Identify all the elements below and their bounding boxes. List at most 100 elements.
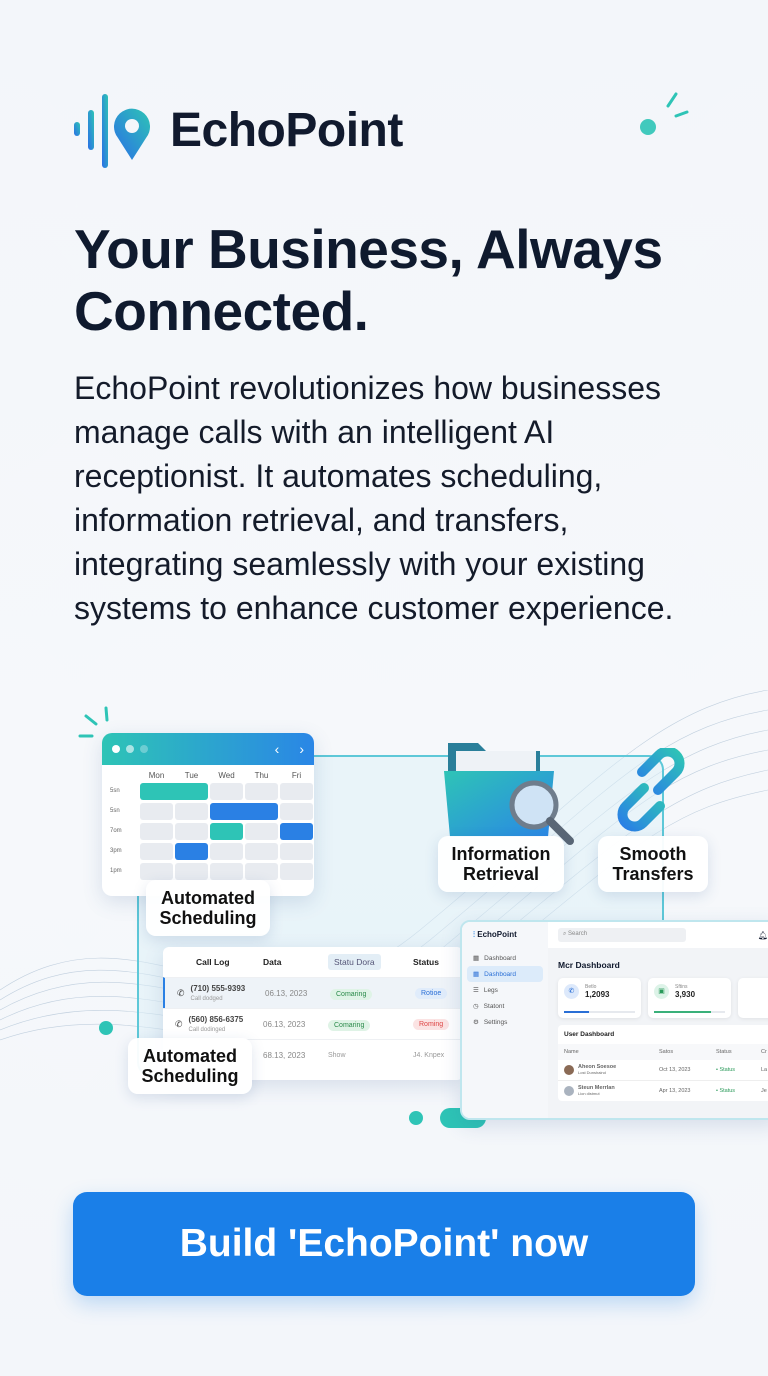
nav-item-dashboard[interactable]: ▦Dashboard [473,954,516,963]
column-header[interactable]: Data [263,957,282,967]
dashboard-brand: ⫶ EchoPoint [467,930,543,940]
dashboard-sidebar: ⫶ EchoPoint ▦Dashboard ▦Dashboard ☰Legs … [462,922,548,1118]
day-label: Mon [148,771,165,780]
cell[interactable] [210,843,243,860]
status-text: J4. Knpex [413,1051,445,1059]
column-header[interactable]: Call Log [196,957,230,967]
cell[interactable] [175,803,208,820]
cell[interactable] [210,863,243,880]
dashboard-title: Mcr Dashboard [558,960,620,970]
nav-item-logs[interactable]: ☰Legs [473,986,498,995]
cell[interactable] [245,823,278,840]
state-badge: Comaring [330,988,373,1000]
cell[interactable] [280,803,313,820]
event-block[interactable] [280,823,313,840]
feature-label-information: Information Retrieval [438,836,564,892]
nav-item-settings[interactable]: ⚙Settings [473,1018,508,1027]
cell[interactable] [175,823,208,840]
bell-icon[interactable]: 🔔︎ [757,930,768,940]
time-label: 5sn [110,808,120,814]
page-title: Your Business, Always Connected. [74,218,663,342]
logs-icon: ☰ [473,987,479,994]
event-block[interactable] [210,823,243,840]
brand-name: EchoPoint [170,103,403,157]
cell[interactable] [245,783,278,800]
cell[interactable] [140,823,173,840]
event-block[interactable] [210,803,278,820]
time-label: 7om [110,828,122,834]
cell[interactable] [210,783,243,800]
calendar-widget: ‹ › Mon Tue Wed Thu Fri 5sn 5sn 7om 3pm … [102,733,314,896]
call-date: 06.13, 2023 [263,1019,306,1029]
grid-icon: ▦ [473,971,480,978]
phone-icon: ✆ [177,987,185,998]
cell[interactable] [140,843,173,860]
search-input[interactable]: ⌕ Search [558,928,686,942]
cell[interactable] [175,863,208,880]
status-badge: Roming [413,1018,450,1030]
stat-card [738,978,768,1018]
logo-icon: ⫶ [473,930,475,939]
table-row[interactable]: 68.13, 2023 Show J4. Knpex [163,1039,463,1070]
cell[interactable] [140,803,173,820]
calendar-icon: ▣ [654,984,669,999]
phone-number: (710) 555-9393 [190,984,246,993]
feature-label-scheduling: Automated Scheduling [146,880,270,936]
show-link[interactable]: Show [328,1051,346,1059]
time-label: 1pm [110,868,122,874]
avatar [564,1086,574,1096]
build-echopoint-button[interactable]: Build 'EchoPoint' now [73,1192,695,1296]
grid-icon: ▦ [473,955,480,962]
status-badge: Rotioe [415,987,448,999]
sparkle-decoration-icon [640,92,689,135]
call-note: Call dodged [190,996,223,1002]
echopoint-logo-icon [74,94,150,168]
dashboard-brand-name: EchoPoint [477,930,517,939]
status-filter-dropdown[interactable]: Statu Dora [328,954,381,970]
prev-week-icon[interactable]: ‹ [274,741,280,757]
dashboard-window: ⫶ EchoPoint ▦Dashboard ▦Dashboard ☰Legs … [460,920,768,1120]
gear-icon: ⚙ [473,1019,479,1026]
nav-item-status[interactable]: ◷Statont [473,1002,505,1011]
feature-label-transfers: Smooth Transfers [598,836,708,892]
cell[interactable] [280,843,313,860]
cell[interactable] [140,863,173,880]
day-label: Wed [218,771,235,780]
hero-description: EchoPoint revolutionizes how businesses … [74,370,674,626]
next-week-icon[interactable]: › [299,741,304,757]
link-chain-icon [617,748,685,832]
nav-item-dashboard-active[interactable]: ▦Dashboard [467,966,543,982]
cell[interactable] [245,863,278,880]
user-table-title: User Dashboard [564,1031,615,1038]
stat-progress [654,1011,711,1013]
call-date: 68.13, 2023 [263,1050,306,1060]
cell[interactable] [280,863,313,880]
clock-icon: ◷ [473,1003,479,1010]
stat-progress [564,1011,589,1013]
feature-label-scheduling-secondary: Automated Scheduling [128,1038,252,1094]
time-label: 3pm [110,848,122,854]
state-badge: Comaring [328,1019,371,1031]
phone-icon: ✆ [175,1018,183,1029]
phone-icon: ✆ [564,984,579,999]
call-note: Call dodinged [188,1027,226,1033]
cell[interactable] [245,843,278,860]
event-block[interactable] [140,783,208,800]
calendar-grid: Mon Tue Wed Thu Fri 5sn 5sn 7om 3pm 1pm [102,765,314,886]
day-label: Fri [291,771,302,780]
phone-number: (560) 856-6375 [188,1015,244,1024]
column-header[interactable]: Status [413,957,439,967]
event-block[interactable] [175,843,208,860]
folder-search-icon [444,743,574,845]
brand-logo: EchoPoint [72,90,403,170]
cell[interactable] [280,783,313,800]
time-label: 5sn [110,788,120,794]
